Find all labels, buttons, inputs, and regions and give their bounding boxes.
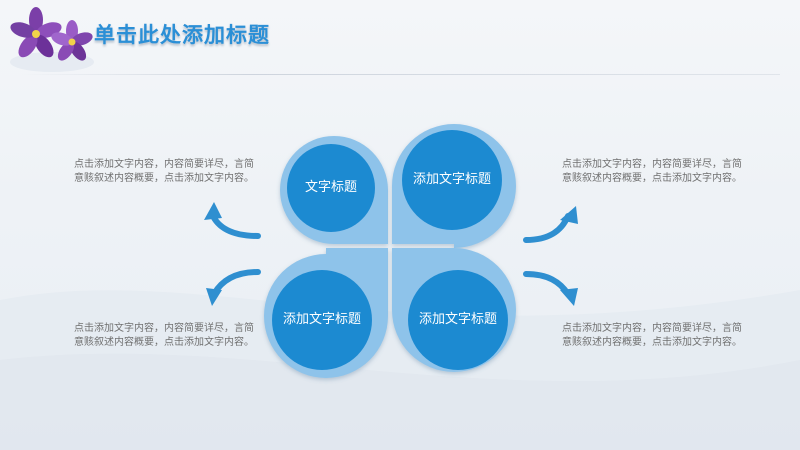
- arrow-head: [206, 288, 222, 306]
- arrow-head: [204, 202, 222, 220]
- title-bar: 单击此处添加标题: [0, 0, 800, 78]
- petal-top-left: [280, 136, 388, 244]
- petal-top-right: [392, 124, 516, 248]
- petal-label-top-left[interactable]: 文字标题: [304, 180, 357, 195]
- petal-bottom-right: [392, 248, 516, 372]
- petal-label-bottom-left[interactable]: 添加文字标题: [282, 312, 361, 327]
- title-divider: [20, 74, 780, 75]
- note-bottom-left[interactable]: 点击添加文字内容，内容简要详尽，言简意赅叙述内容概要，点击添加文字内容。: [74, 323, 254, 348]
- petal-label-top-right[interactable]: 添加文字标题: [412, 172, 491, 187]
- note-bottom-right[interactable]: 点击添加文字内容，内容简要详尽，言简意赅叙述内容概要，点击添加文字内容。: [562, 323, 742, 348]
- petal-label-bottom-right[interactable]: 添加文字标题: [418, 312, 497, 327]
- petal-bottom-left: [264, 248, 388, 378]
- page-title[interactable]: 单击此处添加标题: [94, 23, 270, 47]
- note-top-right[interactable]: 点击添加文字内容，内容简要详尽，言简意赅叙述内容概要，点击添加文字内容。: [562, 159, 742, 184]
- flower-logo-icon: [10, 7, 94, 72]
- note-top-left[interactable]: 点击添加文字内容，内容简要详尽，言简意赅叙述内容概要，点击添加文字内容。: [74, 159, 254, 184]
- arrow-head: [560, 288, 578, 306]
- arrow-head: [560, 206, 578, 224]
